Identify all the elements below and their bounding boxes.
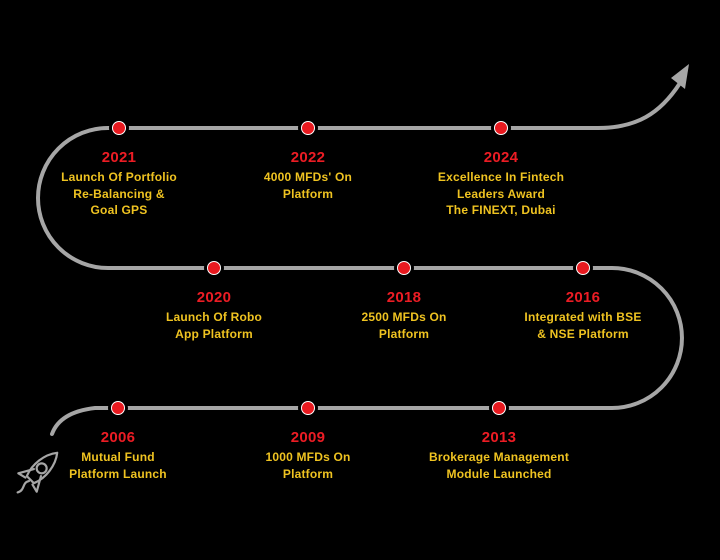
milestone-year: 2020 (196, 289, 232, 306)
milestone-label-line: Launch Of Portfolio (61, 170, 177, 184)
milestone-dot (109, 118, 129, 138)
milestone-year: 2006 (100, 429, 136, 446)
milestone-label-line: Re-Balancing & (73, 186, 165, 201)
milestone-label-line: Mutual Fund (81, 450, 155, 464)
milestone-label: Launch Of Portfolio Re-Balancing & Goal … (14, 169, 224, 219)
milestone-2018: 2018 2500 MFDs On Platform (299, 258, 509, 342)
milestone-year: 2013 (481, 429, 517, 446)
milestone-label-line: Platform (282, 186, 334, 201)
milestone-dot (204, 258, 224, 278)
milestone-label-line: Brokerage Management (428, 450, 570, 464)
milestone-label: Excellence In Fintech Leaders Award The … (396, 169, 606, 219)
milestone-label: Brokerage Management Module Launched (394, 449, 604, 482)
milestone-year: 2022 (290, 149, 326, 166)
milestone-dot (489, 398, 509, 418)
milestone-2013: 2013 Brokerage Management Module Launche… (394, 398, 604, 482)
milestone-label-line: Excellence In Fintech (437, 170, 565, 184)
arrow-icon (671, 64, 689, 89)
milestone-label-line: The FINEXT, Dubai (446, 203, 556, 217)
milestone-label-line: 4000 MFDs' On (263, 170, 353, 184)
milestone-year: 2018 (386, 289, 422, 306)
milestone-label: Launch Of Robo App Platform (109, 309, 319, 342)
milestone-dot (298, 398, 318, 418)
milestone-label: 4000 MFDs' On Platform (203, 169, 413, 202)
milestone-2021: 2021 Launch Of Portfolio Re-Balancing & … (14, 118, 224, 219)
milestone-label: 2500 MFDs On Platform (299, 309, 509, 342)
milestone-dot (394, 258, 414, 278)
milestone-label-line: Platform (378, 326, 430, 341)
timeline-curve (36, 81, 684, 436)
milestone-label-line: Module Launched (446, 466, 552, 481)
milestone-year: 2016 (565, 289, 601, 306)
milestone-2020: 2020 Launch Of Robo App Platform (109, 258, 319, 342)
milestone-dot (298, 118, 318, 138)
milestone-2022: 2022 4000 MFDs' On Platform (203, 118, 413, 202)
milestone-2006: 2006 Mutual Fund Platform Launch (13, 398, 223, 482)
milestone-dot (108, 398, 128, 418)
milestone-label-line: 2500 MFDs On (361, 310, 447, 324)
milestone-label: 1000 MFDs On Platform (203, 449, 413, 482)
milestone-label-line: & NSE Platform (537, 326, 629, 341)
milestone-label-line: App Platform (175, 326, 253, 341)
milestone-label-line: Platform (282, 466, 334, 481)
milestone-label-line: Platform Launch (69, 466, 167, 481)
milestone-label: Mutual Fund Platform Launch (13, 449, 223, 482)
milestone-year: 2021 (101, 149, 137, 166)
rocket-icon (16, 451, 59, 494)
milestone-2024: 2024 Excellence In Fintech Leaders Award… (396, 118, 606, 219)
milestone-label-line: Integrated with BSE (524, 310, 642, 324)
milestone-2016: 2016 Integrated with BSE & NSE Platform (478, 258, 688, 342)
milestone-2009: 2009 1000 MFDs On Platform (203, 398, 413, 482)
milestone-dot (491, 118, 511, 138)
milestone-dot (573, 258, 593, 278)
milestone-year: 2009 (290, 429, 326, 446)
milestone-label-line: Launch Of Robo (165, 310, 263, 324)
milestone-label: Integrated with BSE & NSE Platform (478, 309, 688, 342)
milestone-label-line: Leaders Award (457, 186, 545, 201)
milestone-year: 2024 (483, 149, 519, 166)
milestone-label-line: Goal GPS (90, 203, 148, 217)
milestone-label-line: 1000 MFDs On (265, 450, 351, 464)
